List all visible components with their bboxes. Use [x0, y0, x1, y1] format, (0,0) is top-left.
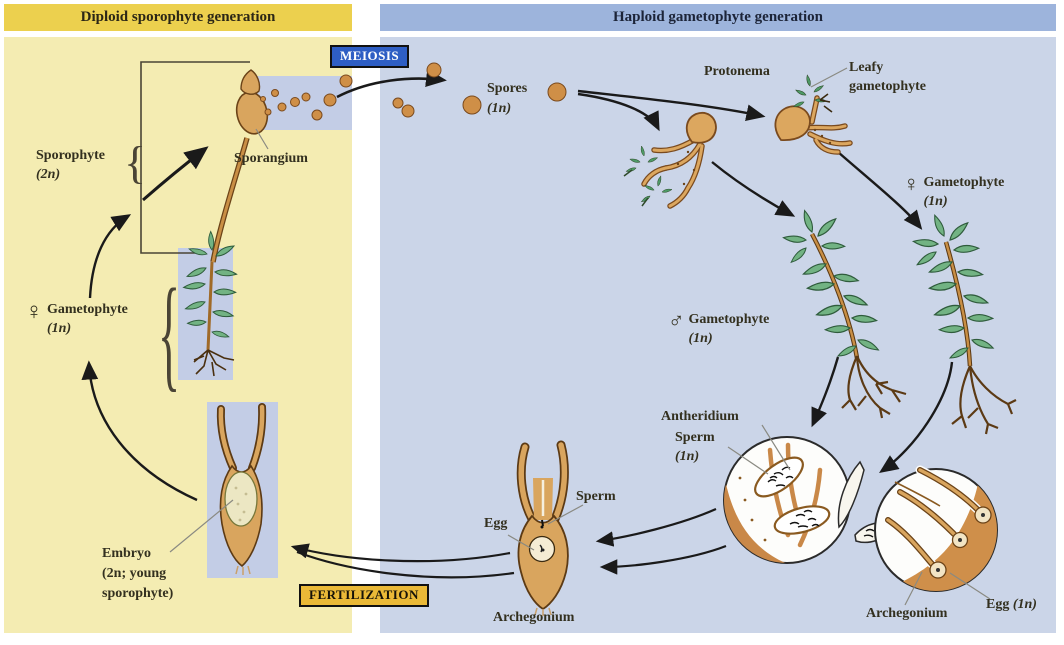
pointer-lines	[169, 67, 991, 606]
spores-label: Spores (1n)	[487, 81, 528, 116]
sporangium-label: Sporangium	[234, 151, 308, 166]
arrow-female-plant-to-archegonium	[879, 361, 954, 474]
cycle-arrows	[81, 68, 954, 579]
pointer-sporangium	[255, 128, 269, 150]
protonema-label: Protonema	[704, 64, 770, 79]
meiosis-badge: MEIOSIS	[330, 45, 410, 68]
gametophyte-left-label: ♀ Gametophyte (1n)	[25, 299, 128, 336]
svg-text:{: {	[158, 262, 180, 403]
male-icon: ♂	[668, 308, 685, 333]
central-archegonium-illustration	[516, 440, 569, 616]
arrow-gametophyte-up	[88, 214, 132, 299]
gametophyte-brace: {	[158, 262, 180, 403]
leafy-gametophyte-illustration	[183, 230, 238, 377]
sperm-in-neck	[541, 519, 544, 527]
pointer-egg-center	[507, 534, 535, 551]
fertilization-badge: FERTILIZATION	[299, 584, 429, 607]
spore-dots	[260, 62, 567, 121]
arrow-protonema-to-male-plant	[711, 161, 796, 217]
egg-center-label: Egg	[484, 516, 508, 531]
pointer-egg-right	[949, 572, 991, 600]
leafy-gametophyte-label: Leafy gametophyte	[849, 60, 926, 94]
female-icon: ♀	[25, 299, 43, 325]
arrow-protonema-to-female-plant	[837, 151, 923, 230]
operculum	[240, 69, 261, 95]
arrow-spore-to-lower-protonema	[577, 92, 660, 132]
sporophyte-brace: {	[124, 137, 146, 188]
protonema-lower-illustration	[623, 112, 717, 209]
arrow-spore-to-upper-protonema	[577, 89, 766, 121]
egg-right-label: Egg (1n)	[986, 597, 1037, 612]
embryo-illustration	[216, 403, 267, 575]
sporophyte-bracket	[140, 61, 250, 254]
arrow-male-plant-to-antheridium	[811, 356, 840, 428]
arrow-fertilization-2	[296, 550, 515, 579]
antheridium-label: Antheridium	[661, 409, 739, 424]
female-icon: ♀	[903, 171, 920, 196]
arrow-embryo-to-gametophyte	[81, 360, 198, 502]
gametophyte-female-label: ♀ Gametophyte (1n)	[903, 171, 1005, 210]
haploid-generation-header: Haploid gametophyte generation	[380, 4, 1056, 31]
rhizoids	[193, 349, 235, 377]
pointer-archegonium-right	[904, 571, 923, 606]
sporophyte-label: Sporophyte (2n)	[36, 148, 105, 182]
arrow-meiosis	[336, 68, 447, 99]
archegonium-right-label: Archegonium	[866, 606, 948, 621]
sperm-center-label: Sperm	[576, 489, 616, 504]
archegonia-flasks	[883, 465, 992, 579]
gametophyte-male-label: ♂ Gametophyte (1n)	[668, 308, 770, 347]
sperm-mass	[767, 466, 820, 528]
pointer-sperm-center	[547, 504, 584, 525]
male-gametophyte-plant	[782, 209, 907, 419]
sperm-detail-label: Sperm (1n)	[675, 430, 715, 464]
embryo-label: Embryo (2n; young sporophyte)	[102, 546, 174, 601]
svg-text:{: {	[124, 137, 146, 188]
arrow-fertilization-1	[290, 543, 511, 563]
arrow-sperm-upper	[595, 507, 717, 547]
pointer-embryo	[169, 499, 234, 553]
pointer-leafy-gametophyte	[810, 67, 848, 88]
diploid-generation-header: Diploid sporophyte generation	[4, 4, 352, 31]
archegonium-center-label: Archegonium	[493, 610, 575, 625]
pointer-sperm-detail	[727, 446, 769, 475]
arrow-sperm-lower	[599, 544, 727, 575]
leafy-bud	[792, 74, 827, 108]
female-gametophyte-plant	[912, 213, 1017, 435]
protonema-upper-illustration	[774, 74, 853, 155]
pointer-antheridium	[761, 424, 791, 471]
arrow-to-sporangium	[142, 146, 209, 202]
archegonium-circle	[874, 465, 998, 592]
